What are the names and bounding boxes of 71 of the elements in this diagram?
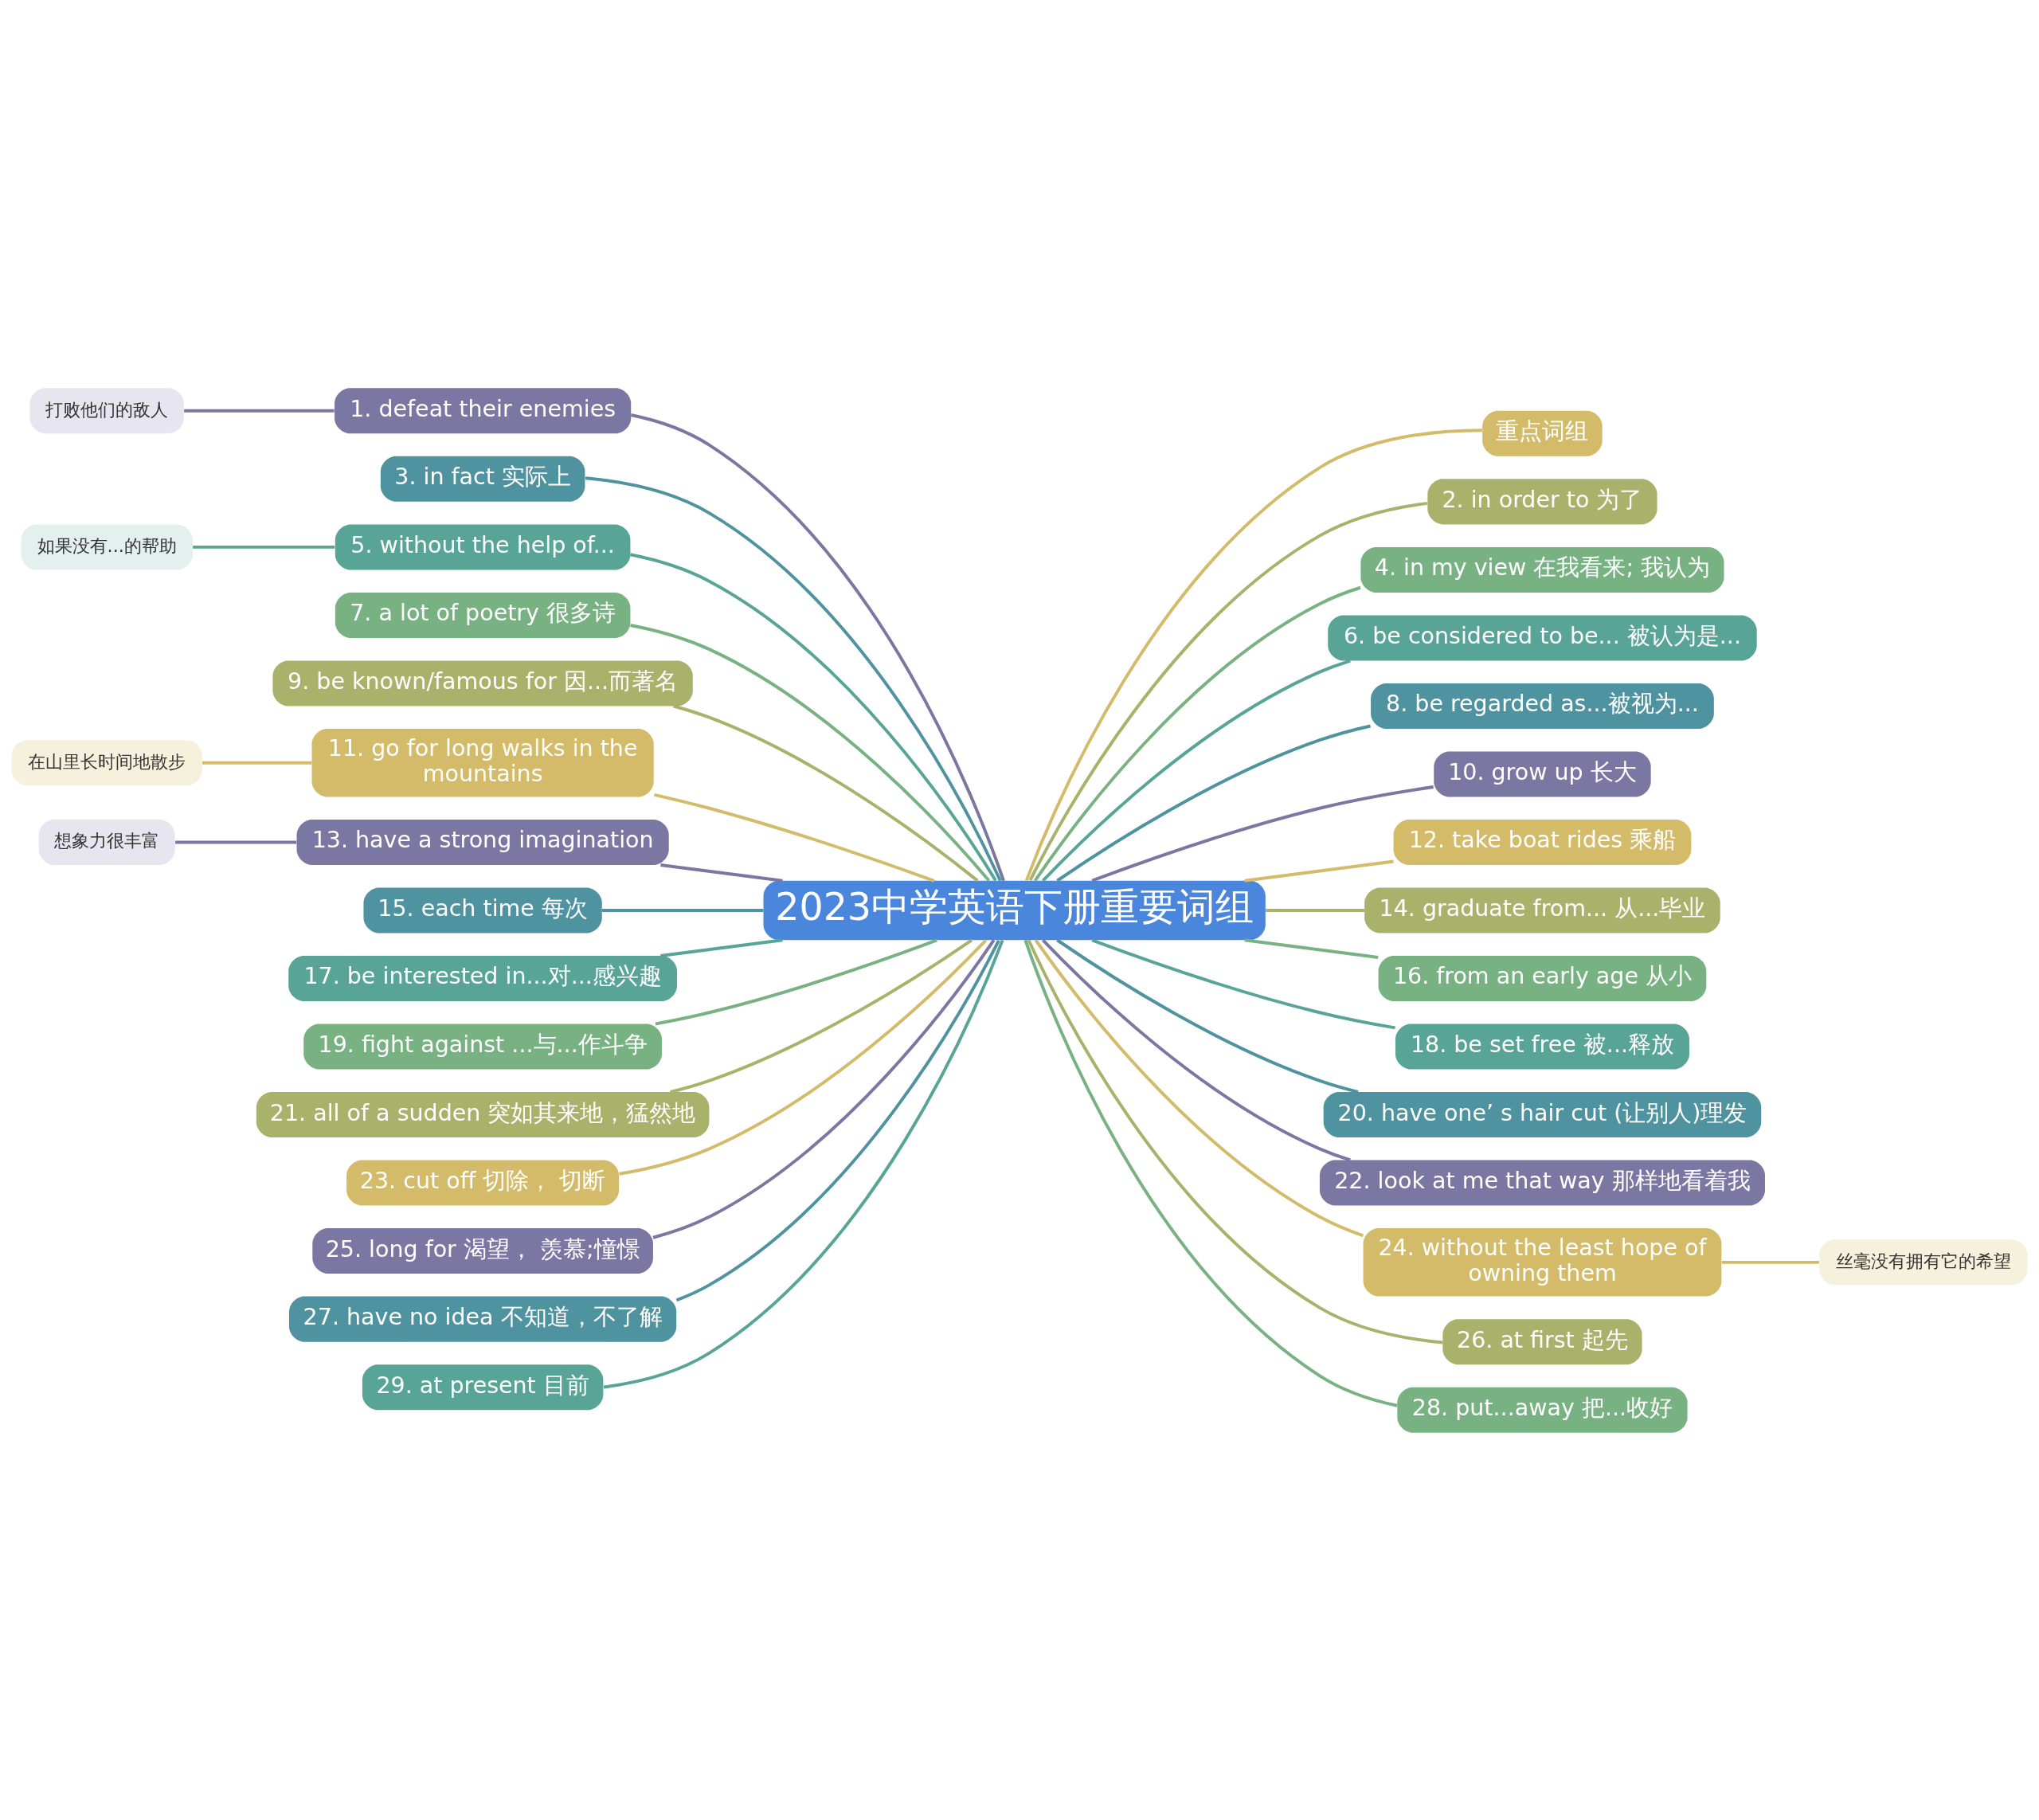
connector bbox=[603, 939, 1004, 1388]
node-box: 24. without the least hope of owning them bbox=[1363, 1227, 1722, 1297]
connector bbox=[619, 938, 988, 1176]
connector bbox=[675, 939, 1000, 1301]
node-box: 9. be known/famous for 因...而著名 bbox=[272, 660, 693, 706]
node-box: 重点词组 bbox=[1482, 410, 1603, 456]
connector bbox=[660, 937, 783, 957]
connector bbox=[1056, 938, 1359, 1094]
node-box: 18. be set free 被...释放 bbox=[1395, 1024, 1689, 1070]
node-box: 27. have no idea 不知道，不了解 bbox=[289, 1296, 677, 1342]
node-box: 21. all of a sudden 突如其来地，猛然地 bbox=[256, 1091, 710, 1137]
connector bbox=[670, 938, 973, 1094]
connector bbox=[1024, 428, 1482, 881]
node-box: 16. from an early age 从小 bbox=[1378, 955, 1707, 1001]
connector bbox=[1023, 939, 1398, 1407]
node-box: 25. long for 渴望， 羡慕;憧憬 bbox=[312, 1227, 653, 1274]
connector bbox=[630, 552, 997, 881]
node-box: 10. grow up 长大 bbox=[1434, 750, 1651, 796]
connector bbox=[673, 704, 979, 882]
node-box: 14. graduate from... 从...毕业 bbox=[1364, 887, 1720, 933]
connector bbox=[1244, 937, 1379, 959]
node-box: 1. defeat their enemies bbox=[335, 387, 632, 433]
node-box: 17. be interested in...对...感兴趣 bbox=[288, 955, 677, 1001]
connector bbox=[630, 623, 990, 882]
connector bbox=[184, 409, 335, 413]
connector bbox=[1091, 785, 1434, 882]
node-box: 如果没有...的帮助 bbox=[21, 523, 193, 569]
connector bbox=[660, 863, 783, 883]
connector bbox=[1034, 938, 1364, 1237]
node-box: 8. be regarded as...被视为... bbox=[1371, 683, 1714, 729]
connector bbox=[1027, 938, 1443, 1344]
connector bbox=[1266, 908, 1364, 912]
connector bbox=[1091, 938, 1395, 1029]
connector bbox=[653, 793, 935, 883]
node-box: 想象力很丰富 bbox=[38, 819, 175, 865]
node-box: 13. have a strong imagination bbox=[296, 819, 669, 865]
connector bbox=[655, 938, 937, 1025]
node-box: 12. take boat rides 乘船 bbox=[1393, 819, 1692, 865]
connector bbox=[1056, 724, 1371, 882]
node-box: 6. be considered to be... 被认为是... bbox=[1328, 614, 1757, 660]
node-box: 2023中学英语下册重要词组 bbox=[763, 880, 1266, 940]
node-box: 在山里长时间地散步 bbox=[11, 739, 202, 785]
connector bbox=[601, 908, 764, 912]
node-box: 23. cut off 切除， 切断 bbox=[346, 1160, 620, 1206]
node-box: 2. in order to 为了 bbox=[1427, 478, 1657, 524]
node-box: 4. in my view 在我看来; 我认为 bbox=[1360, 546, 1724, 593]
node-box: 20. have one’ s hair cut (让别人)理发 bbox=[1323, 1091, 1762, 1137]
connector bbox=[1721, 1260, 1819, 1264]
node-box: 15. each time 每次 bbox=[363, 887, 602, 933]
node-box: 28. put...away 把...收好 bbox=[1397, 1387, 1688, 1433]
connector bbox=[1244, 859, 1394, 883]
node-box: 打败他们的敌人 bbox=[29, 387, 184, 433]
node-box: 5. without the help of... bbox=[335, 523, 631, 569]
node-box: 丝毫没有拥有它的希望 bbox=[1819, 1239, 2028, 1285]
connector bbox=[1028, 501, 1428, 881]
connector bbox=[652, 938, 996, 1239]
node-box: 29. at present 目前 bbox=[362, 1364, 604, 1410]
node-box: 11. go for long walks in the mountains bbox=[311, 728, 654, 796]
connector bbox=[630, 413, 1005, 881]
connector bbox=[175, 840, 297, 843]
connector bbox=[1042, 938, 1351, 1161]
connector bbox=[1042, 659, 1351, 882]
node-box: 3. in fact 实际上 bbox=[380, 456, 585, 502]
node-box: 19. fight against ...与...作斗争 bbox=[303, 1024, 662, 1070]
connector bbox=[202, 761, 312, 765]
node-box: 22. look at me that way 那样地看着我 bbox=[1319, 1160, 1765, 1206]
node-box: 7. a lot of poetry 很多诗 bbox=[335, 592, 631, 638]
connector bbox=[193, 545, 335, 549]
node-box: 26. at first 起先 bbox=[1442, 1318, 1642, 1364]
connector bbox=[585, 476, 1002, 882]
connector bbox=[1033, 585, 1361, 882]
